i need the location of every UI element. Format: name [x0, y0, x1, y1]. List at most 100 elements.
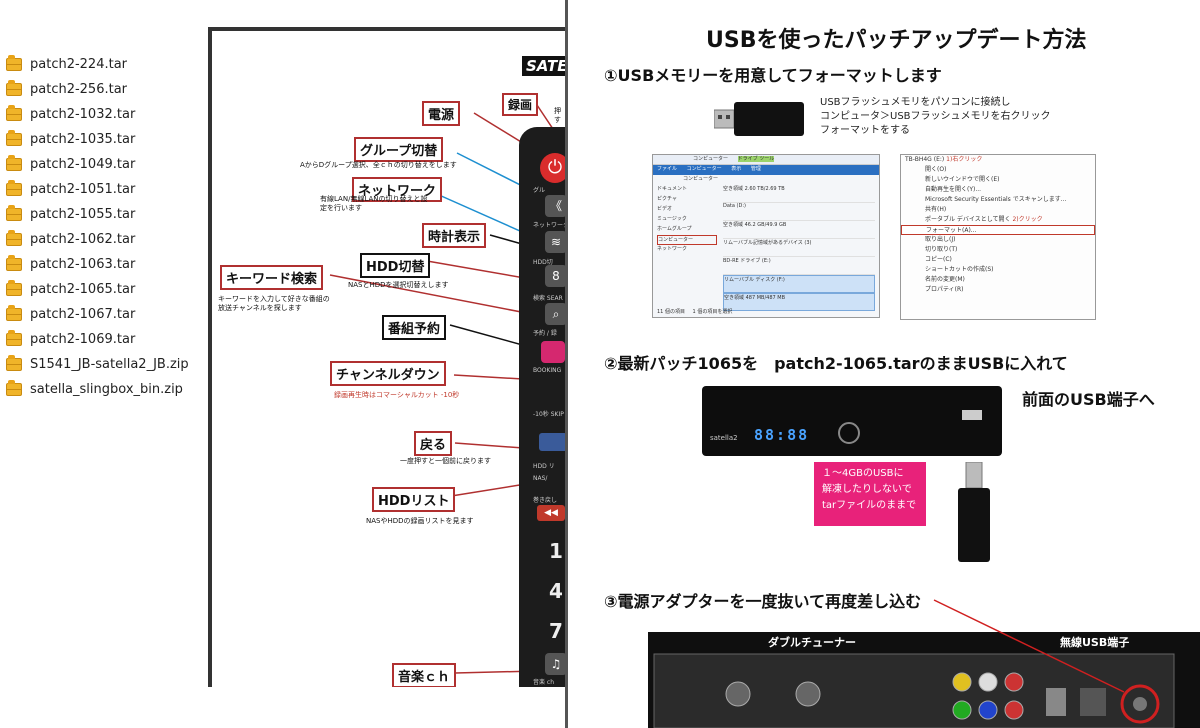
folder-icon: [6, 104, 22, 122]
note-keyword-search: キーワードを入力して好きな番組の放送チャンネルを探します: [218, 295, 330, 312]
folder-icon: [6, 54, 22, 72]
explorer-side-item: コンピューター: [657, 235, 717, 245]
explorer-side-item: ネットワーク: [657, 246, 688, 252]
file-name: patch2-1065.tar: [30, 282, 136, 297]
callout-line: tarファイルのままで: [822, 500, 917, 511]
usb-dongle-image: [714, 102, 804, 136]
explorer-menu: 表示: [731, 166, 742, 172]
device-power-button-icon: [838, 422, 860, 444]
file-item[interactable]: patch2-224.tar: [6, 52, 206, 77]
callout-usb-note: １～4GBのUSBに 解凍したりしないで tarファイルのままで: [814, 462, 926, 526]
folder-shape: [6, 329, 22, 346]
remote-label: 音楽 ch: [533, 679, 555, 686]
folder-icon: [6, 229, 22, 247]
file-item[interactable]: patch2-1032.tar: [6, 102, 206, 127]
folder-shape: [6, 379, 22, 396]
remote-label: 巻き戻し: [533, 497, 558, 504]
search-icon: ⌕: [545, 303, 565, 325]
drive-item: リムーバブル記憶域があるデバイス (3): [723, 239, 875, 257]
file-item[interactable]: patch2-1035.tar: [6, 127, 206, 152]
file-name: patch2-256.tar: [30, 82, 128, 97]
folder-icon: [6, 129, 22, 147]
label-back: 戻る: [414, 431, 453, 456]
note-hdd-switch: NASとHDDを選択切替えします: [348, 281, 449, 289]
file-name: patch2-1055.tar: [30, 207, 136, 222]
explorer-window-image: コンピューター ドライブ ツール ファイル コンピューター 表示 管理 コンピュ…: [652, 154, 880, 318]
explorer-menu: ファイル: [657, 166, 678, 172]
group-icon: 《: [545, 195, 565, 217]
step1-desc-line: USBフラッシュメモリをパソコンに接続し: [820, 97, 1011, 108]
callout-line: １～4GBのUSBに: [822, 468, 904, 479]
file-item[interactable]: satella_slingbox_bin.zip: [6, 377, 206, 402]
ctx-item: 新しいウインドウで開く(E): [925, 176, 1000, 183]
explorer-breadcrumb: コンピューター: [683, 176, 719, 182]
explorer-status-text: 11 個の項目: [657, 309, 685, 315]
remote-label: HDD切: [533, 259, 553, 266]
folder-icon: [6, 279, 22, 297]
file-item[interactable]: patch2-1051.tar: [6, 177, 206, 202]
explorer-menu: コンピューター: [686, 166, 722, 172]
step1-heading: ①USBメモリーを用意してフォーマットします: [604, 66, 942, 85]
folder-shape: [6, 179, 22, 196]
file-name: patch2-1062.tar: [30, 232, 136, 247]
file-item[interactable]: patch2-1069.tar: [6, 327, 206, 352]
explorer-menu: 管理: [750, 166, 761, 172]
digit-7: 7: [549, 619, 563, 643]
ctx-item: 自動再生を開く(Y)...: [925, 186, 982, 193]
folder-shape: [6, 354, 22, 371]
note-record: 押す: [554, 107, 561, 124]
step2-heading: ②最新パッチ1065を patch2-1065.tarのままUSBに入れて: [604, 354, 1068, 373]
file-name: patch2-224.tar: [30, 57, 128, 72]
ctx-item: 取り出し(J): [925, 236, 956, 243]
note-hdd-list: NASやHDDの録画リストを見ます: [366, 517, 474, 525]
file-item[interactable]: S1541_JB-satella2_JB.zip: [6, 352, 206, 377]
remote-label: HDD リ: [533, 463, 555, 470]
file-list: patch2-224.tar patch2-256.tar patch2-1032.…: [6, 52, 206, 402]
explorer-status: 11 個の項目 1 個の項目を選択: [657, 308, 732, 315]
explorer-side-item: ビデオ: [657, 206, 673, 212]
file-item[interactable]: patch2-1065.tar: [6, 277, 206, 302]
label-channel-down: チャンネルダウン: [330, 361, 446, 386]
set-top-box-image: 88:88 satella2: [702, 386, 1002, 456]
ctx-item: 共有(H): [925, 206, 947, 213]
label-keyword-search: キーワード検索: [220, 265, 324, 290]
step3-heading: ③電源アダプターを一度抜いて再度差し込む: [604, 592, 922, 611]
rewind-icon: ◀◀: [537, 505, 565, 521]
ctx-item: ショートカットの作成(S): [925, 266, 994, 273]
folder-icon: [6, 304, 22, 322]
ctx-item: ポータブル デバイスとして開く 2)クリック: [901, 215, 1095, 225]
file-item[interactable]: patch2-1062.tar: [6, 227, 206, 252]
file-item[interactable]: patch2-1055.tar: [6, 202, 206, 227]
hdd-icon: 8: [545, 265, 565, 287]
digit-1: 1: [549, 539, 563, 563]
ctx-item: Microsoft Security Essentials でスキャンします..…: [925, 196, 1067, 203]
step1-desc-line: フォーマットをする: [820, 125, 910, 136]
explorer-sidebar: ドキュメント ピクチャ ビデオ ミュージック ホームグループ コンピューター ネ…: [657, 185, 717, 313]
explorer-side-item: ホームグループ: [657, 226, 692, 232]
explorer-titlebar: コンピューター ドライブ ツール: [653, 155, 879, 165]
label-power: 電源: [422, 101, 461, 126]
file-item[interactable]: patch2-1063.tar: [6, 252, 206, 277]
explorer-side-item: ドキュメント: [657, 186, 688, 192]
folder-icon: [6, 379, 22, 397]
ctx-step-click: 2)クリック: [1012, 216, 1043, 223]
annotation-arrows: [329, 104, 558, 674]
file-item[interactable]: patch2-1049.tar: [6, 152, 206, 177]
ctx-item: コピー(C): [925, 256, 952, 263]
file-item[interactable]: patch2-256.tar: [6, 77, 206, 102]
remote-control: ⏻ グル 《 ネットワーク NETWOR ≋ HDD切 8 検索 SEAR ⌕ …: [519, 127, 565, 687]
ctx-item-format: フォーマット(A)...: [901, 225, 1095, 235]
note-channel-down: 録画再生時はコマーシャルカット -10秒: [334, 391, 460, 399]
ctx-item: 名前の変更(M): [925, 276, 965, 283]
digit-4: 4: [549, 579, 563, 603]
file-name: patch2-1035.tar: [30, 132, 136, 147]
device-display: 88:88: [754, 426, 810, 444]
file-item[interactable]: patch2-1067.tar: [6, 302, 206, 327]
ctx-item-label: ポータブル デバイスとして開く: [925, 216, 1011, 223]
folder-icon: [6, 254, 22, 272]
step1-desc-line: コンピュータ＞USBフラッシュメモリを右クリック: [820, 111, 1051, 122]
file-name: patch2-1063.tar: [30, 257, 136, 272]
step2-subheading: 前面のUSB端子へ: [1022, 390, 1155, 409]
wifi-icon: ≋: [545, 231, 565, 253]
folder-icon: [6, 354, 22, 372]
